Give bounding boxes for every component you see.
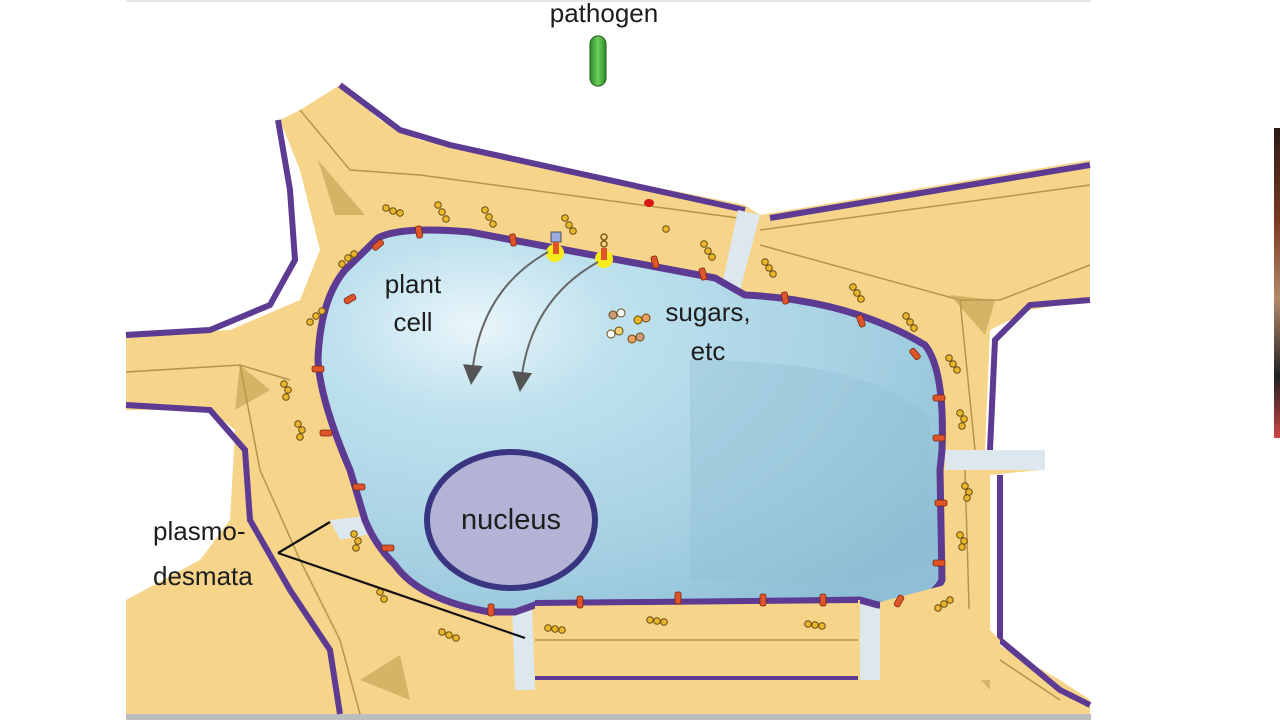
edge-strip: [1274, 128, 1280, 438]
red-particle: [644, 199, 654, 207]
top-border: [126, 0, 1091, 2]
plant-cell-label-line1: plant: [385, 269, 442, 299]
signal-arrows: [462, 251, 599, 392]
plant-cell-label-line2: cell: [393, 307, 432, 337]
plasmodesmata-label-line1: plasmo-: [153, 516, 245, 546]
plasmodesmata-label-line2: desmata: [153, 561, 253, 591]
nucleus: [424, 449, 598, 591]
membrane-proteins: [311, 225, 948, 617]
sugar-clusters: [280, 201, 973, 642]
plasmodesmata-pointers: [277, 521, 526, 640]
pathogen-label: pathogen: [550, 0, 658, 28]
pathogen-icon: [589, 35, 607, 87]
sugars-label-line2: etc: [691, 336, 726, 366]
nucleus-label: nucleus: [461, 504, 561, 536]
receptors: [546, 231, 613, 268]
bottom-border: [126, 714, 1091, 720]
sugars-label-line1: sugars,: [665, 297, 750, 327]
bottom-wall-segments: [534, 585, 1000, 680]
sugars-inside: [606, 308, 651, 344]
